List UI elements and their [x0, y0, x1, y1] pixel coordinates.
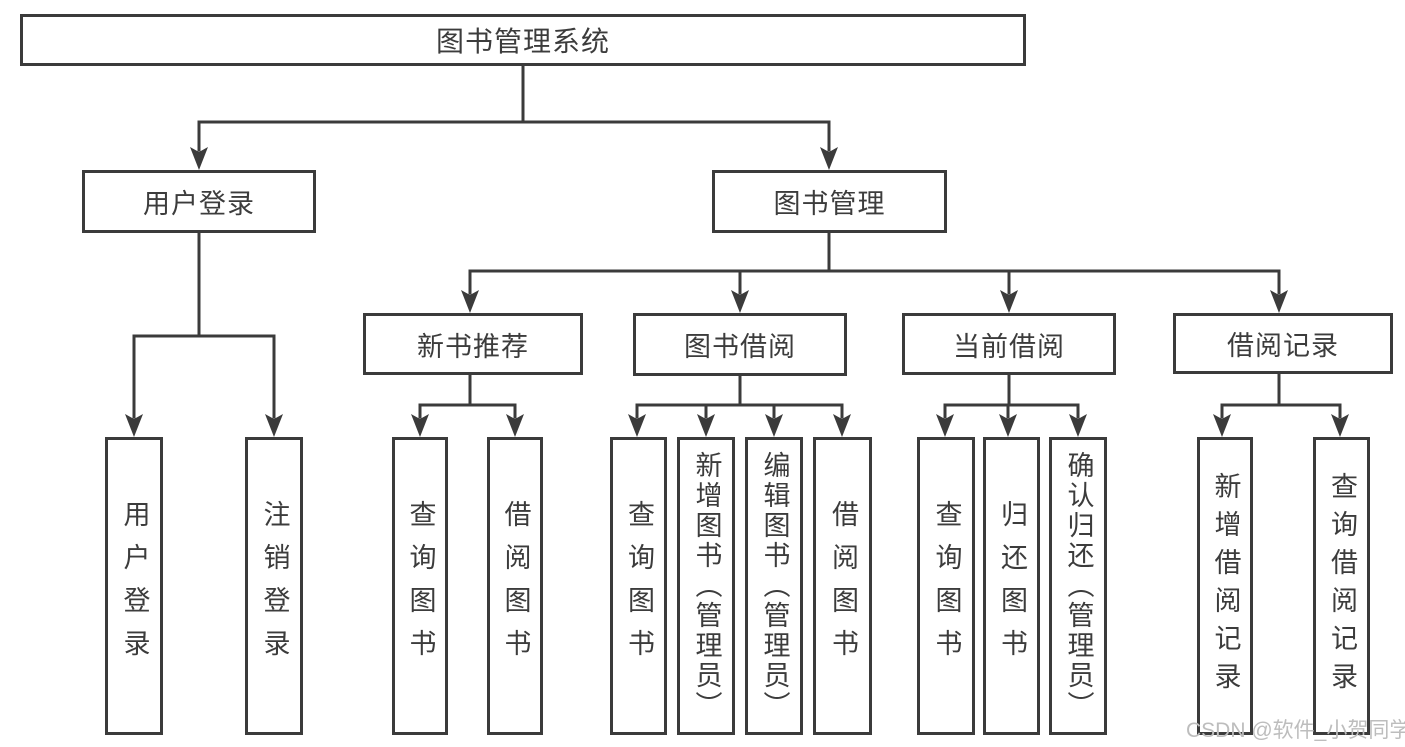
arrowhead-icon	[936, 414, 954, 437]
arrowhead-icon	[833, 414, 851, 437]
node-book-management: 图书管理	[712, 170, 947, 233]
leaf-add-book-admin: 新增图书（管理员）	[677, 437, 735, 735]
arrowhead-icon	[411, 414, 429, 437]
leaf-borrow-query-book: 查询图书	[610, 437, 667, 735]
node-current-borrow-label: 当前借阅	[953, 331, 1065, 362]
arrowhead-icon	[820, 147, 838, 170]
leaf-return-book: 归还图书	[983, 437, 1040, 735]
leaf-recommend-query-book-label: 查询图书	[405, 500, 436, 672]
leaf-edit-book-admin: 编辑图书（管理员）	[745, 437, 803, 735]
leaf-confirm-return-admin: 确认归还（管理员）	[1049, 437, 1107, 735]
leaf-query-borrow-record-label: 查询借阅记录	[1327, 472, 1357, 700]
node-borrow-record: 借阅记录	[1173, 313, 1393, 374]
node-new-book-recommend-label: 新书推荐	[417, 331, 529, 362]
arrowhead-icon	[765, 414, 783, 437]
leaf-recommend-borrow-book-label: 借阅图书	[500, 500, 531, 672]
node-library-system: 图书管理系统	[20, 14, 1026, 66]
leaf-borrow-borrow-book-label: 借阅图书	[828, 500, 858, 672]
node-book-borrow: 图书借阅	[633, 313, 847, 376]
leaf-add-borrow-record: 新增借阅记录	[1197, 437, 1253, 735]
leaf-recommend-borrow-book: 借阅图书	[487, 437, 543, 735]
arrowhead-icon	[506, 414, 524, 437]
leaf-confirm-return-admin-label: 确认归还（管理员）	[1063, 451, 1094, 721]
arrowhead-icon	[1000, 290, 1018, 313]
leaf-user-login: 用户登录	[105, 437, 163, 735]
arrowhead-icon	[628, 414, 646, 437]
watermark: CSDN @软件_小贺同学	[1186, 719, 1405, 742]
node-borrow-record-label: 借阅记录	[1227, 331, 1339, 361]
leaf-query-borrow-record: 查询借阅记录	[1313, 437, 1370, 735]
leaf-current-query-book: 查询图书	[917, 437, 975, 735]
node-new-book-recommend: 新书推荐	[363, 313, 583, 375]
leaf-recommend-query-book: 查询图书	[392, 437, 448, 735]
arrowhead-icon	[190, 147, 208, 170]
node-library-system-label: 图书管理系统	[435, 26, 610, 57]
arrowhead-icon	[461, 290, 479, 313]
connector-path	[132, 64, 1342, 419]
arrowhead-icon	[125, 414, 143, 437]
arrowhead-icon	[731, 290, 749, 313]
arrowhead-icon	[1069, 414, 1087, 437]
node-user-login: 用户登录	[82, 170, 316, 233]
arrowhead-icon	[1331, 414, 1349, 437]
leaf-current-query-book-label: 查询图书	[931, 500, 962, 672]
leaf-return-book-label: 归还图书	[997, 500, 1027, 672]
leaf-borrow-borrow-book: 借阅图书	[813, 437, 872, 735]
leaf-user-login-label: 用户登录	[119, 500, 150, 672]
arrowhead-icon	[265, 414, 283, 437]
arrowhead-icon	[1213, 414, 1231, 437]
arrowhead-icons	[125, 147, 1349, 437]
leaf-logout-label: 注销登录	[259, 500, 290, 672]
arrowhead-icon	[1270, 290, 1288, 313]
arrowhead-icon	[697, 414, 715, 437]
arrowhead-icon	[999, 414, 1017, 437]
leaf-add-book-admin-label: 新增图书（管理员）	[691, 451, 722, 721]
leaf-logout: 注销登录	[245, 437, 303, 735]
leaf-edit-book-admin-label: 编辑图书（管理员）	[759, 451, 790, 721]
node-book-management-label: 图书管理	[773, 189, 886, 219]
node-current-borrow: 当前借阅	[902, 313, 1116, 375]
leaf-borrow-query-book-label: 查询图书	[624, 500, 654, 672]
leaf-add-borrow-record-label: 新增借阅记录	[1210, 472, 1241, 700]
node-book-borrow-label: 图书借阅	[684, 332, 796, 362]
node-user-login-label: 用户登录	[143, 189, 255, 219]
